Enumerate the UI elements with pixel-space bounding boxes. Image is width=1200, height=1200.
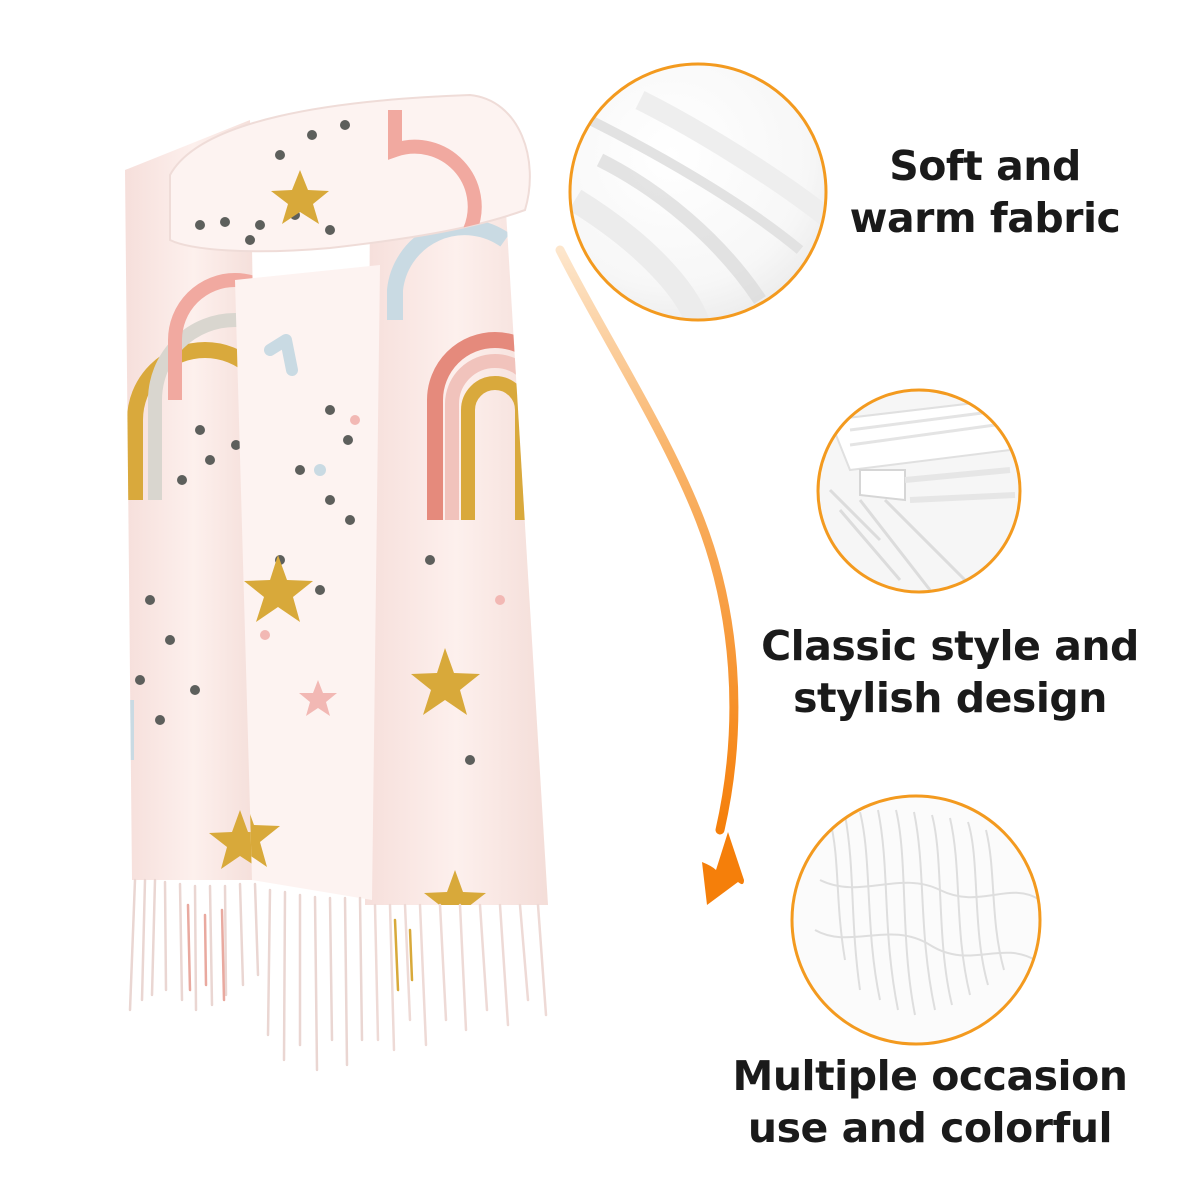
arrow-shaft: [555, 245, 739, 835]
star-icon: [299, 680, 337, 716]
feature-circle-border: [816, 388, 1022, 594]
tassel-fringe: [128, 878, 548, 1072]
feature-line: Classic style and: [761, 622, 1139, 670]
feature-line: Soft and: [889, 142, 1081, 190]
feature-line: use and colorful: [747, 1104, 1113, 1152]
star-icon: [209, 810, 262, 869]
scarf: [125, 93, 548, 1072]
feature-circle-1: [568, 62, 828, 322]
feature-text-classic-style: Classic style and stylish design: [760, 620, 1140, 724]
feature-text-multiple-occasion: Multiple occasion use and colorful: [720, 1050, 1140, 1154]
scarf-neck-wrap: [169, 93, 531, 253]
star-icon: [424, 870, 486, 905]
feature-line: stylish design: [793, 674, 1107, 722]
feature-text-soft-fabric: Soft and warm fabric: [840, 140, 1130, 244]
star-icon: [244, 555, 313, 622]
scarf-left-panel: [125, 120, 262, 880]
star-icon: [271, 170, 329, 224]
feature-circle-border: [790, 794, 1042, 1046]
feature-circle-3: [790, 794, 1042, 1046]
scarf-right-panel: [365, 195, 548, 905]
feature-line: warm fabric: [849, 194, 1121, 242]
feature-circle-2: [816, 388, 1022, 594]
star-icon: [411, 648, 480, 715]
feature-circle-border: [568, 62, 828, 322]
feature-line: Multiple occasion: [732, 1052, 1128, 1100]
arrow-head-icon: [702, 832, 744, 905]
dot-icon: [275, 405, 355, 595]
arrow-graphic: [555, 245, 744, 905]
dot-icon: [425, 555, 435, 565]
rainbow-icon: [125, 273, 262, 760]
